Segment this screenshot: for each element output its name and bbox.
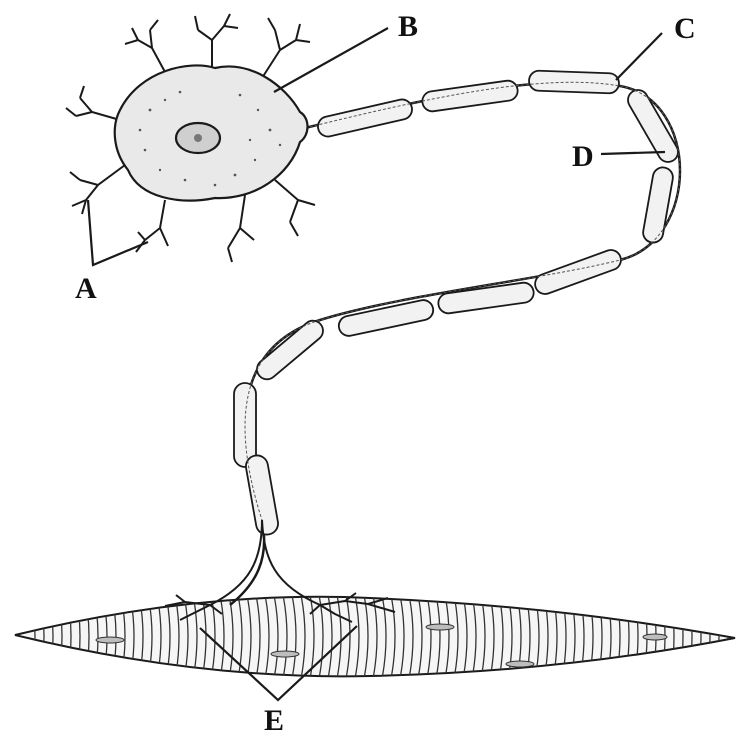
muscle-fiber xyxy=(15,590,735,684)
label-b: B xyxy=(398,10,418,43)
label-c: C xyxy=(674,12,696,45)
cell-body xyxy=(115,65,308,200)
label-d: D xyxy=(572,140,594,173)
label-e: E xyxy=(264,704,284,736)
label-a: A xyxy=(75,272,97,305)
nucleolus xyxy=(194,134,202,142)
